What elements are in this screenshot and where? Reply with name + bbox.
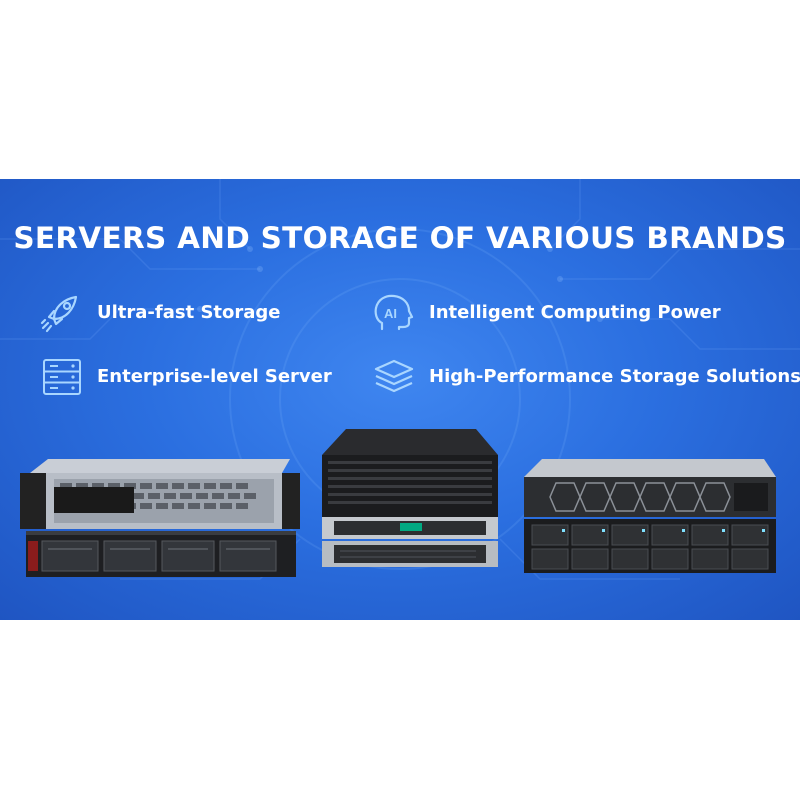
circuit-background <box>0 179 800 580</box>
dark-rack-server-image <box>524 459 776 573</box>
black-storage-server-image <box>322 429 498 567</box>
feature-label: High-Performance Storage Solutions <box>429 366 800 387</box>
silver-rack-server-image <box>20 459 300 577</box>
server-rack-icon <box>43 359 81 395</box>
promo-banner: SERVERS AND STORAGE OF VARIOUS BRANDS Ul… <box>0 179 800 620</box>
feature-label: Enterprise-level Server <box>97 366 332 387</box>
ai-head-icon: AI <box>374 294 414 331</box>
stacked-layers-icon <box>374 359 414 393</box>
feature-label: Ultra-fast Storage <box>97 302 281 323</box>
svg-text:AI: AI <box>384 306 397 321</box>
rocket-icon <box>40 295 78 333</box>
banner-title: SERVERS AND STORAGE OF VARIOUS BRANDS <box>13 221 787 255</box>
feature-label: Intelligent Computing Power <box>429 302 721 323</box>
